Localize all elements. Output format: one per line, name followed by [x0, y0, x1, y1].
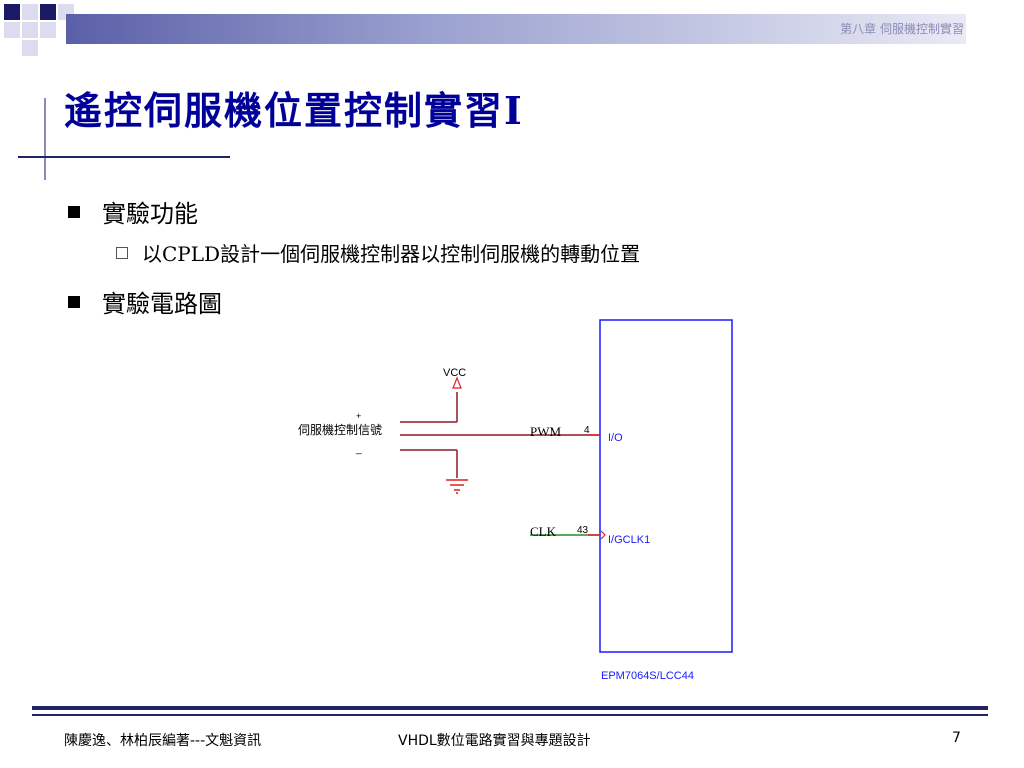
square-bullet-icon: [68, 295, 80, 308]
title-horizontal-rule: [18, 156, 230, 158]
chapter-label: 第八章 伺服機控制實習: [840, 22, 964, 36]
clk-label: CLK: [530, 524, 557, 539]
title-vertical-rule: [44, 98, 46, 180]
footer-authors: 陳慶逸、林柏辰編著---文魁資訊: [64, 733, 262, 749]
plus-label: +: [356, 411, 361, 421]
square-bullet-icon: [68, 205, 80, 218]
minus-label: _: [355, 444, 362, 455]
clk-pin-number: 43: [577, 525, 589, 536]
ground-icon: [446, 479, 468, 494]
bullet-text: 實驗電路圖: [102, 290, 222, 318]
vcc-label: VCC: [443, 367, 466, 379]
pwm-pin-number: 4: [584, 425, 590, 436]
pwm-label: PWM: [530, 424, 562, 439]
chip-part-label: EPM7064S/LCC44: [601, 670, 694, 682]
cpld-chip-body: [599, 319, 733, 653]
bullet-item: 實驗電路圖: [68, 284, 222, 319]
sub-bullet-text: 以CPLD設計一個伺服機控制器以控制伺服機的轉動位置: [142, 242, 641, 266]
footer-book-title: VHDL數位電路實習與專題設計: [398, 733, 591, 749]
servo-signal-label: 伺服機控制信號: [298, 422, 382, 437]
corner-squares-decoration: [4, 4, 74, 56]
io-pin-label: I/O: [608, 432, 623, 444]
gclk-pin-label: I/GCLK1: [608, 534, 650, 546]
footer-rule-thin: [32, 714, 988, 716]
sub-bullet-item: 以CPLD設計一個伺服機控制器以控制伺服機的轉動位置: [116, 238, 640, 267]
hollow-square-bullet-icon: [116, 246, 128, 259]
bullet-item: 實驗功能: [68, 194, 198, 229]
clock-input-arrow-icon: [600, 530, 606, 540]
bullet-text: 實驗功能: [102, 200, 198, 228]
slide-title: 遙控伺服機位置控制實習I: [64, 88, 524, 133]
header-gradient-bar: [66, 14, 966, 44]
footer-page-number: 7: [952, 730, 961, 746]
vcc-arrow-icon: [452, 376, 462, 389]
footer-rule-thick: [32, 706, 988, 710]
